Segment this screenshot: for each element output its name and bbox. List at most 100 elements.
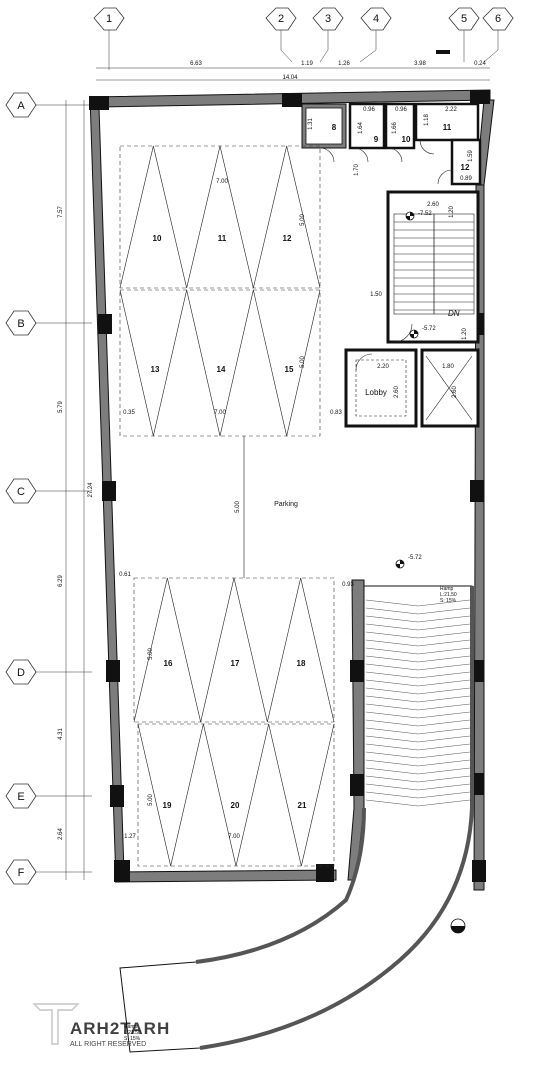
svg-text:1.18: 1.18	[424, 114, 430, 126]
parking-label: Parking	[274, 501, 298, 508]
svg-text:1.20: 1.20	[462, 328, 468, 340]
parking-space-18: 18	[297, 659, 306, 668]
grid-bubble-2: 2	[265, 7, 297, 63]
svg-text:6.63: 6.63	[190, 61, 202, 67]
svg-text:0.24: 0.24	[474, 61, 486, 67]
parking-level-marker: -5.72	[395, 555, 422, 569]
svg-text:D: D	[17, 667, 25, 679]
storage-rooms: 8 9 10 11 12 1.31 0.96 0.96 2.22 1.64 1.…	[301, 102, 482, 186]
svg-text:1.80: 1.80	[442, 364, 454, 370]
svg-text:5.00: 5.00	[300, 214, 306, 226]
svg-text:1.26: 1.26	[338, 61, 350, 67]
svg-text:1.64: 1.64	[358, 122, 364, 134]
svg-text:2.60: 2.60	[452, 386, 458, 398]
svg-text:L:21.50: L:21.50	[440, 592, 457, 598]
svg-text:1.50: 1.50	[370, 292, 382, 298]
svg-text:6: 6	[495, 13, 501, 25]
svg-text:5.00: 5.00	[235, 501, 241, 513]
svg-text:14.04: 14.04	[282, 75, 298, 81]
svg-text:1.31: 1.31	[308, 118, 314, 130]
svg-text:7.00: 7.00	[214, 410, 226, 416]
grid-bubble-E: E	[5, 783, 92, 809]
svg-text:A: A	[17, 100, 25, 112]
svg-text:-5.72: -5.72	[408, 555, 422, 561]
grid-bubble-C: C	[5, 478, 92, 504]
svg-text:5: 5	[461, 13, 467, 25]
svg-text:3: 3	[325, 13, 331, 25]
left-dimensions: 7.57 5.79 6.29 4.31 2.64 27.24	[58, 100, 94, 880]
dn-label: DN	[448, 309, 460, 318]
parking-space-17: 17	[231, 659, 240, 668]
watermark-brand: ARH2TARH	[70, 1019, 170, 1038]
svg-text:5.00: 5.00	[148, 794, 154, 806]
svg-text:0.83: 0.83	[330, 410, 342, 416]
grid-bubble-5: 5	[448, 7, 480, 62]
svg-text:C: C	[17, 486, 25, 498]
parking-space-13: 13	[151, 365, 160, 374]
parking-space-12: 12	[283, 234, 292, 243]
parking-space-16: 16	[164, 659, 173, 668]
svg-text:Ramp: Ramp	[440, 586, 454, 592]
svg-text:7.57: 7.57	[58, 206, 64, 218]
svg-text:5.00: 5.00	[148, 648, 154, 660]
curved-ramp: Ramp L:21.50 S: 15% Ramp L:21.50 S: 15%	[119, 585, 474, 1053]
level-stair-top: -7.52	[418, 211, 432, 217]
svg-text:0.93: 0.93	[342, 582, 354, 588]
parking-space-19: 19	[163, 801, 172, 810]
grid-bubble-3: 3	[312, 7, 344, 63]
svg-text:0.35: 0.35	[123, 410, 135, 416]
svg-text:B: B	[17, 318, 24, 330]
grid-row-markers: A B C D E F	[5, 92, 92, 885]
svg-text:5.79: 5.79	[58, 401, 64, 413]
svg-text:6.29: 6.29	[58, 575, 64, 587]
grid-bubble-B: B	[5, 310, 92, 336]
svg-text:S: 15%: S: 15%	[124, 1036, 141, 1042]
svg-text:L:21.50: L:21.50	[124, 1030, 141, 1036]
lobby-label: Lobby	[365, 388, 387, 397]
level-stair-landing: -5.72	[422, 326, 436, 332]
svg-text:F: F	[18, 867, 25, 879]
svg-text:1.27: 1.27	[124, 834, 136, 840]
svg-text:1.19: 1.19	[301, 61, 313, 67]
svg-text:2.60: 2.60	[427, 202, 439, 208]
parking-space-21: 21	[298, 801, 307, 810]
storage-12: 12	[461, 163, 470, 172]
watermark-sub: ALL RIGHT RESERVED	[70, 1041, 146, 1048]
parking-space-20: 20	[231, 801, 240, 810]
parking-bays: 7.00 5.00 5.00 7.00 0.35 0.83 5.00 0.61 …	[119, 145, 354, 867]
svg-text:Ramp: Ramp	[124, 1024, 138, 1030]
svg-text:0.96: 0.96	[363, 107, 375, 113]
svg-text:7.00: 7.00	[216, 179, 228, 185]
svg-text:7.00: 7.00	[228, 834, 240, 840]
storage-10: 10	[402, 135, 411, 144]
svg-text:0.89: 0.89	[460, 176, 472, 182]
storage-8: 8	[332, 123, 337, 132]
svg-text:1.70: 1.70	[354, 164, 360, 176]
parking-space-10: 10	[153, 234, 162, 243]
stair-core: 2.60 1.50 1.20 1.20 DN -7.52 -5.72	[370, 190, 480, 344]
grid-bubble-A: A	[5, 92, 92, 118]
svg-text:2.20: 2.20	[377, 364, 389, 370]
svg-text:1: 1	[106, 13, 112, 25]
storage-11: 11	[443, 123, 452, 132]
svg-text:E: E	[17, 791, 24, 803]
svg-text:27.24: 27.24	[88, 482, 94, 498]
svg-text:1.20: 1.20	[449, 206, 455, 218]
svg-text:1.59: 1.59	[468, 150, 474, 162]
grid-bubble-F: F	[5, 859, 92, 885]
watermark: ARH2TARH ALL RIGHT RESERVED	[32, 1003, 170, 1048]
svg-text:2: 2	[278, 13, 284, 25]
parking-space-14: 14	[217, 365, 226, 374]
top-dimensions: 6.63 1.19 1.26 3.98 0.24 14.04	[96, 50, 490, 81]
lobby-elevator: Lobby 2.20 2.60 1.80 2.60	[344, 348, 480, 428]
parking-space-15: 15	[285, 365, 294, 374]
svg-text:0.96: 0.96	[395, 107, 407, 113]
svg-text:S: 15%: S: 15%	[440, 598, 457, 604]
grid-column-markers: 1 2 3 4 5 6	[93, 7, 514, 70]
svg-text:4.31: 4.31	[58, 728, 64, 740]
parking-space-11: 11	[218, 234, 227, 243]
storage-9: 9	[374, 135, 379, 144]
svg-text:0.61: 0.61	[119, 572, 131, 578]
svg-text:1.66: 1.66	[392, 122, 398, 134]
